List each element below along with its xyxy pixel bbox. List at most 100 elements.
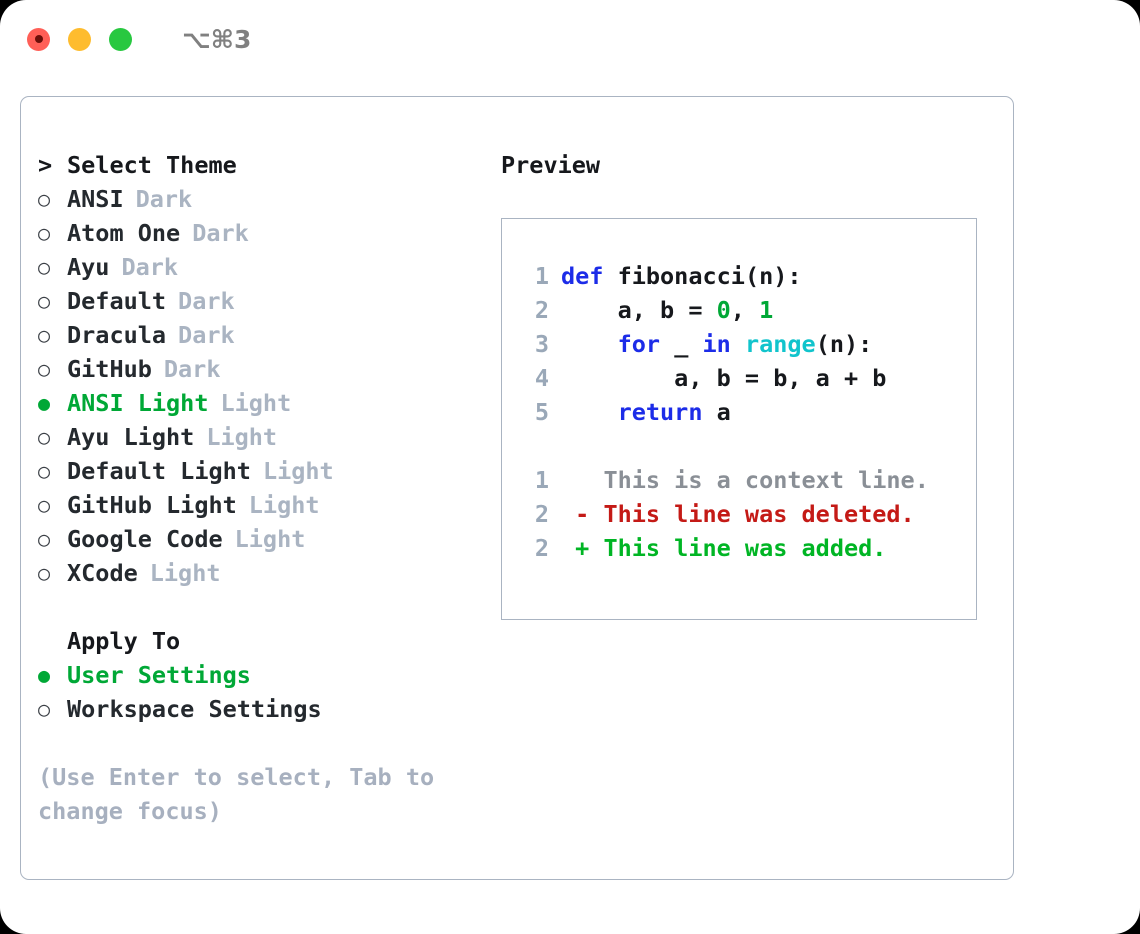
code-token-kw: for xyxy=(617,330,661,358)
theme-variant: Light xyxy=(262,457,334,485)
radio-selected-icon: ● xyxy=(38,391,51,415)
theme-list-item[interactable]: ● ANSI Light Light xyxy=(38,386,488,420)
code-line: 2 a, b = 0, 1 xyxy=(519,293,970,327)
maximize-button[interactable] xyxy=(109,27,132,51)
diff-line-text: - This line was deleted. xyxy=(561,500,915,528)
code-token-kw: in xyxy=(702,330,731,358)
theme-variant: Dark xyxy=(163,355,221,383)
diff-line-number: 2 xyxy=(534,500,549,528)
theme-name: Ayu Light xyxy=(67,423,195,451)
code-line-text: return a xyxy=(561,395,731,429)
diff-line-text: + This line was added. xyxy=(561,534,887,562)
radio-unselected-icon: ○ xyxy=(38,323,51,347)
code-line-number: 1 xyxy=(534,262,549,290)
code-token-plain: , xyxy=(730,296,760,324)
code-line-number: 3 xyxy=(534,330,549,358)
preview-title: Preview xyxy=(501,151,601,179)
radio-unselected-icon: ○ xyxy=(38,255,51,279)
code-token-num: 1 xyxy=(759,296,774,324)
apply-to-option[interactable]: ○ Workspace Settings xyxy=(38,692,488,726)
diff-line-number: 1 xyxy=(534,466,549,494)
code-line: 4 a, b = b, a + b xyxy=(519,361,970,395)
code-line: 3 for _ in range(n): xyxy=(519,327,970,361)
keyboard-hint: (Use Enter to select, Tab to change focu… xyxy=(38,763,435,825)
code-token-plain: (n): xyxy=(744,262,802,290)
code-token-plain xyxy=(731,330,745,358)
theme-variant: Light xyxy=(234,525,306,553)
code-token-plain: a, b = b, a + b xyxy=(561,364,887,392)
minimize-button[interactable] xyxy=(68,27,91,51)
code-line-number: 5 xyxy=(534,398,549,426)
radio-unselected-icon: ○ xyxy=(38,527,51,551)
theme-name: Dracula xyxy=(67,321,167,349)
code-token-kw: def xyxy=(561,262,618,290)
radio-unselected-icon: ○ xyxy=(38,221,51,245)
code-line: 5 return a xyxy=(519,395,970,429)
apply-to-label: User Settings xyxy=(67,661,251,689)
theme-variant: Dark xyxy=(192,219,249,247)
code-token-fn: fibonacci xyxy=(617,262,745,290)
code-token-plain xyxy=(561,398,618,426)
theme-variant: Light xyxy=(248,491,320,519)
theme-list-item[interactable]: ○ Ayu Dark xyxy=(38,250,488,284)
diff-line: 1 This is a context line. xyxy=(519,463,970,497)
diff-line: 2 - This line was deleted. xyxy=(519,497,970,531)
select-theme-heading: > Select Theme xyxy=(38,148,488,182)
apply-to-option[interactable]: ●User Settings xyxy=(38,658,488,692)
theme-list-item[interactable]: ○ Google Code Light xyxy=(38,522,488,556)
radio-unselected-icon: ○ xyxy=(38,187,51,211)
diff-line: 2 + This line was added. xyxy=(519,531,970,565)
radio-unselected-icon: ○ xyxy=(38,697,51,721)
theme-name: Ayu xyxy=(67,253,110,281)
radio-unselected-icon: ○ xyxy=(38,493,51,517)
theme-list-item[interactable]: ○ XCode Light xyxy=(38,556,488,590)
caret-icon: > xyxy=(38,151,53,179)
code-token-plain: _ xyxy=(660,330,703,358)
theme-name: Default Light xyxy=(67,457,251,485)
diff-line-text: This is a context line. xyxy=(561,466,929,494)
code-token-plain: a, b = xyxy=(561,296,717,324)
theme-list-item[interactable]: ○ GitHub Light Light xyxy=(38,488,488,522)
theme-variant: Dark xyxy=(178,287,235,315)
theme-variant: Dark xyxy=(121,253,179,281)
code-token-num: 0 xyxy=(716,296,731,324)
theme-variant: Light xyxy=(206,423,278,451)
radio-unselected-icon: ○ xyxy=(38,561,51,585)
keyboard-shortcut-label: ⌥⌘3 xyxy=(182,24,252,54)
radio-unselected-icon: ○ xyxy=(38,289,51,313)
theme-name: ANSI Light xyxy=(67,389,209,417)
theme-variant: Light xyxy=(220,389,292,417)
title-bar: ⌥⌘3 xyxy=(0,0,1140,78)
theme-name: Google Code xyxy=(67,525,223,553)
code-line-number: 2 xyxy=(534,296,549,324)
theme-name: Default xyxy=(67,287,167,315)
theme-list-item[interactable]: ○ Default Dark xyxy=(38,284,488,318)
code-token-plain: (n): xyxy=(815,330,873,358)
code-line-text: def fibonacci(n): xyxy=(561,259,802,293)
code-line-number: 4 xyxy=(534,364,549,392)
apply-to-list: ●User Settings ○ Workspace Settings xyxy=(38,658,488,726)
code-token-call: range xyxy=(744,330,816,358)
code-line: 1 def fibonacci(n): xyxy=(519,259,970,293)
apply-to-label: Workspace Settings xyxy=(67,695,322,723)
code-line-text: a, b = 0, 1 xyxy=(561,293,774,327)
theme-name: XCode xyxy=(67,559,138,587)
code-token-plain: a xyxy=(702,398,731,426)
theme-variant: Light xyxy=(149,559,221,587)
section-spacer xyxy=(38,590,488,624)
close-button[interactable] xyxy=(27,27,50,51)
code-line-text: for _ in range(n): xyxy=(561,327,873,361)
theme-name: GitHub Light xyxy=(67,491,237,519)
